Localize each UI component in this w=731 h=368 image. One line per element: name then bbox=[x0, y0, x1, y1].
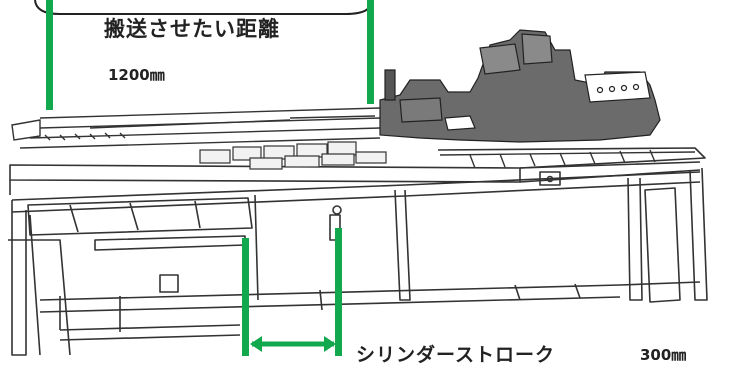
transfer-distance-title: 搬送させたい距離 bbox=[104, 17, 280, 41]
cylinder-stroke-label: シリンダーストローク bbox=[356, 344, 556, 366]
conveyor-rails bbox=[11, 107, 696, 169]
dimension-markers bbox=[46, 0, 374, 356]
conveyor-frame bbox=[8, 147, 708, 356]
cylinder-stroke-value: 300㎜ bbox=[640, 346, 687, 364]
stroke-marker-left bbox=[242, 238, 249, 356]
transfer-distance-value: 1200㎜ bbox=[108, 66, 165, 84]
distance-marker-right bbox=[367, 0, 374, 104]
machine-assembly bbox=[379, 29, 661, 143]
callout-bubble bbox=[34, 0, 373, 15]
distance-marker-left bbox=[46, 0, 53, 110]
stroke-arrowhead-right bbox=[324, 336, 336, 352]
stroke-arrowhead-left bbox=[250, 336, 262, 352]
workpieces bbox=[199, 141, 387, 170]
stroke-marker-right bbox=[335, 228, 342, 356]
